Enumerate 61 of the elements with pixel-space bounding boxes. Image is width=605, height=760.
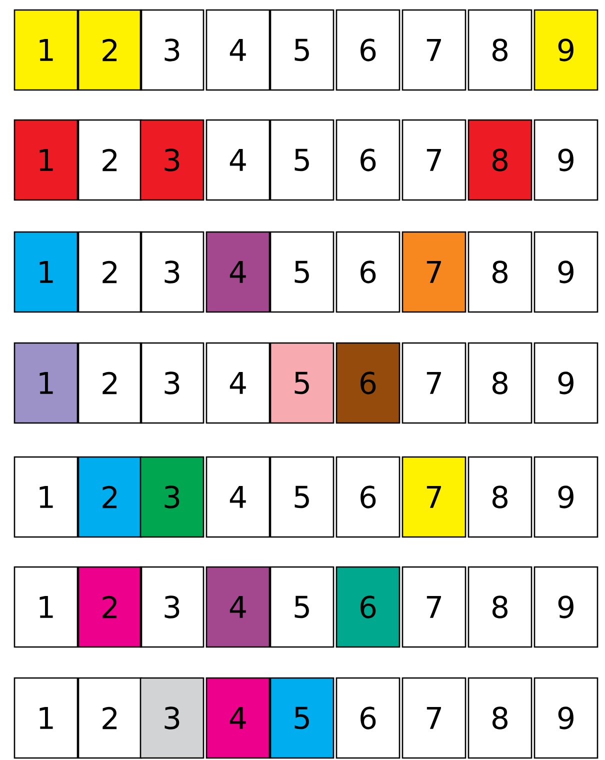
number-card: 2 [78,566,142,648]
number-card: 8 [468,342,532,424]
number-card: 7 [402,119,466,201]
number-card: 8 [468,119,532,201]
number-card: 1 [14,566,78,648]
number-card: 7 [402,9,466,91]
number-card: 4 [206,119,270,201]
number-card: 7 [402,566,466,648]
number-card: 5 [270,9,334,91]
number-card: 2 [78,9,142,91]
number-card: 3 [140,231,204,313]
number-card: 6 [336,231,400,313]
number-card: 6 [336,342,400,424]
number-card: 5 [270,342,334,424]
number-card: 2 [78,456,142,538]
number-card: 1 [14,9,78,91]
number-card: 7 [402,456,466,538]
number-card: 2 [78,231,142,313]
number-card: 7 [402,231,466,313]
number-card: 6 [336,9,400,91]
number-card: 9 [534,342,598,424]
number-card: 8 [468,9,532,91]
number-card: 4 [206,456,270,538]
number-card: 6 [336,119,400,201]
number-card: 6 [336,456,400,538]
number-card: 6 [336,566,400,648]
number-card: 3 [140,456,204,538]
number-card: 4 [206,566,270,648]
number-card: 9 [534,231,598,313]
number-card: 7 [402,342,466,424]
number-card: 4 [206,342,270,424]
number-card: 9 [534,566,598,648]
number-card: 3 [140,677,204,759]
number-card: 5 [270,566,334,648]
number-card: 8 [468,677,532,759]
number-card: 5 [270,231,334,313]
number-card: 1 [14,677,78,759]
number-card: 1 [14,119,78,201]
number-card: 4 [206,9,270,91]
number-card: 3 [140,9,204,91]
number-card: 5 [270,677,334,759]
number-card: 1 [14,456,78,538]
number-card: 3 [140,342,204,424]
number-card: 7 [402,677,466,759]
number-card: 9 [534,9,598,91]
number-card: 2 [78,342,142,424]
number-card: 1 [14,342,78,424]
number-card: 3 [140,119,204,201]
number-card: 8 [468,231,532,313]
number-card: 4 [206,677,270,759]
number-card: 9 [534,119,598,201]
number-card: 3 [140,566,204,648]
number-card: 8 [468,566,532,648]
number-card: 5 [270,119,334,201]
number-card: 1 [14,231,78,313]
number-card: 8 [468,456,532,538]
number-card: 9 [534,677,598,759]
number-card: 4 [206,231,270,313]
number-card: 5 [270,456,334,538]
number-card: 9 [534,456,598,538]
number-card: 6 [336,677,400,759]
